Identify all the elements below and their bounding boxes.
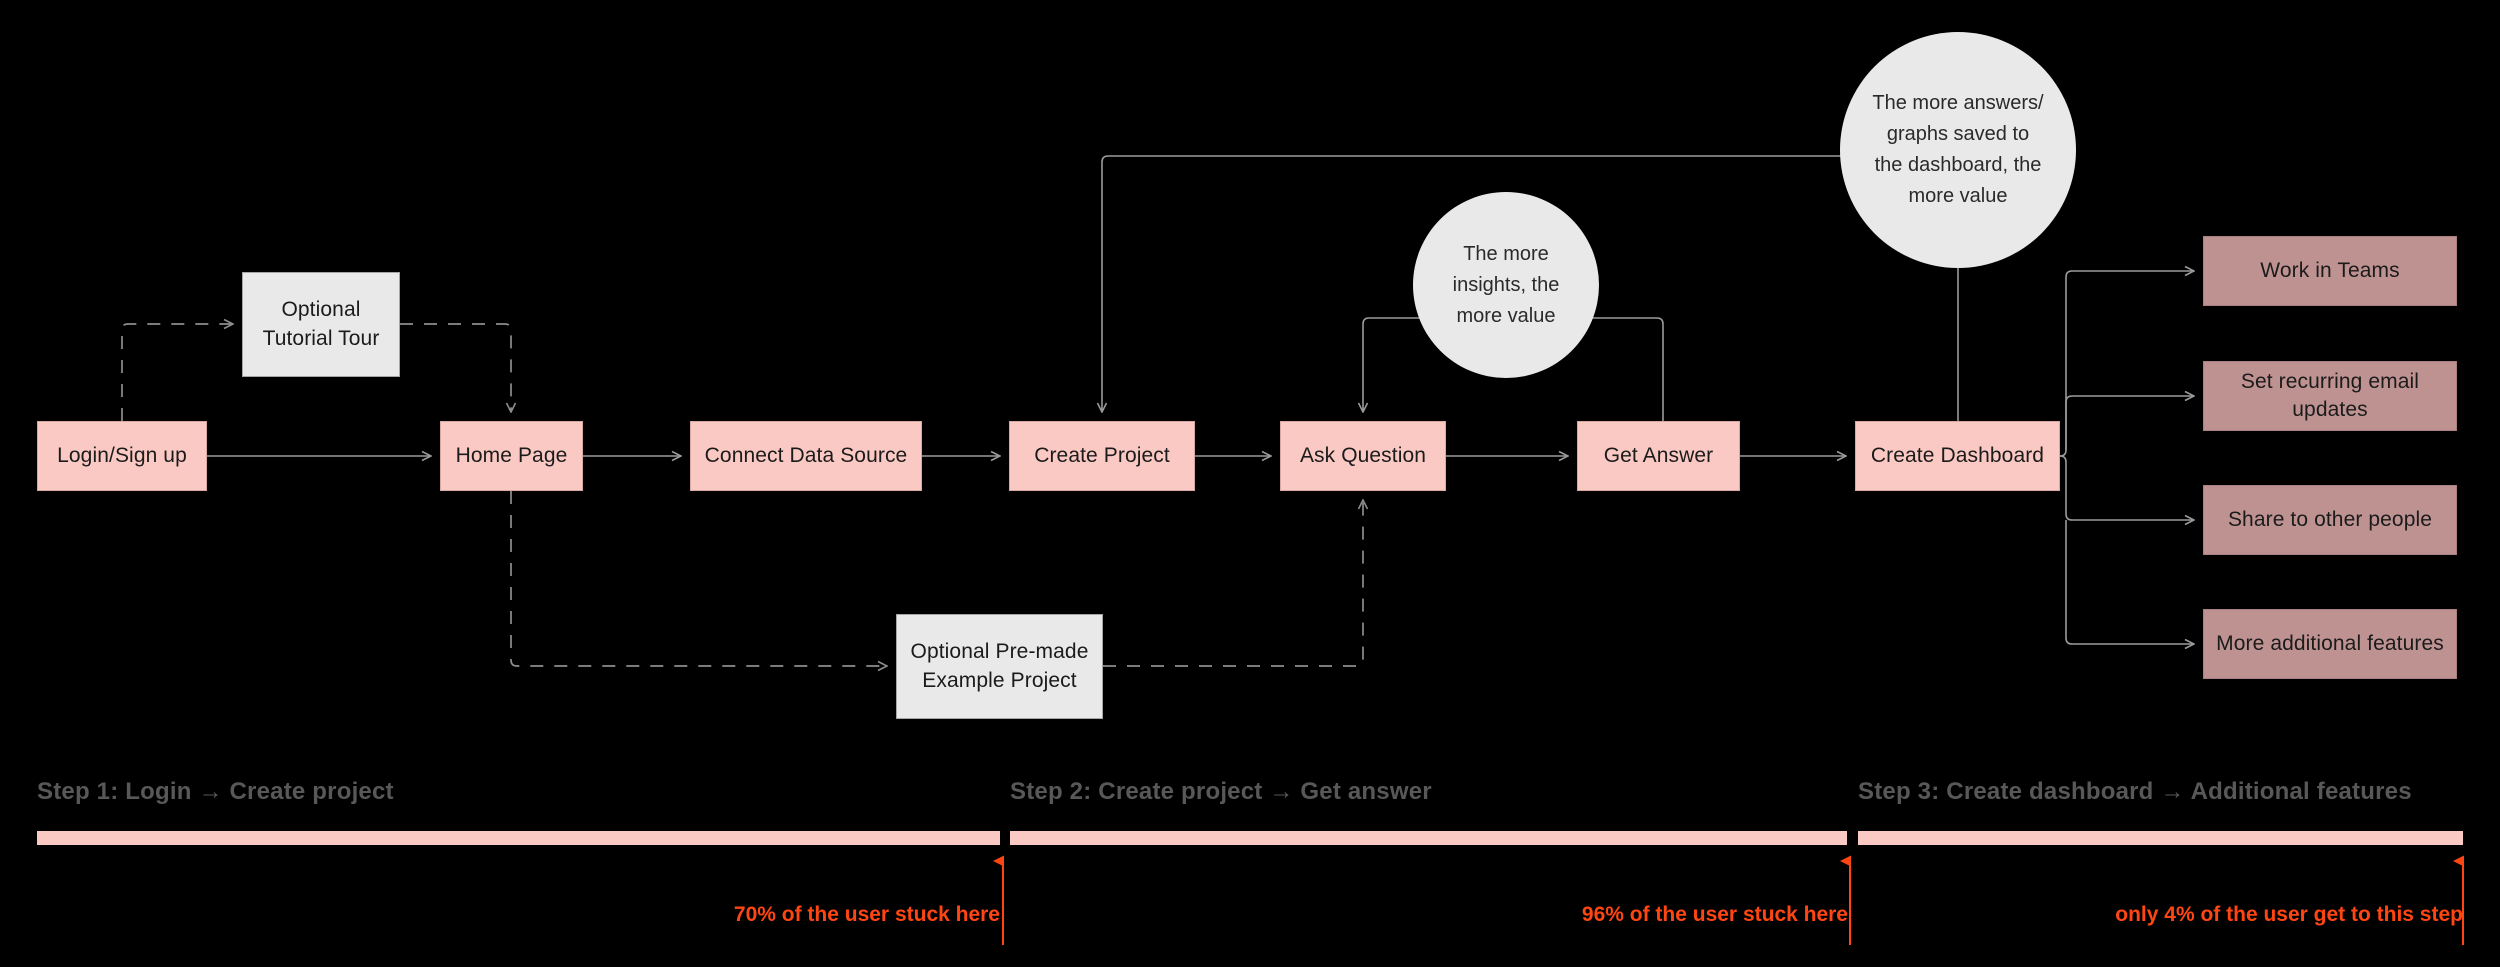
node-more-additional-features[interactable]: More additional features xyxy=(2203,609,2457,679)
wire-dashboard-to-sharepeople xyxy=(2059,455,2193,520)
node-connect-data-source[interactable]: Connect Data Source xyxy=(690,421,922,491)
node-create-project[interactable]: Create Project xyxy=(1009,421,1195,491)
callout-insights-value: The more insights, the more value xyxy=(1413,192,1599,378)
callout-dashboard-value: The more answers/ graphs saved to the da… xyxy=(1840,32,2076,268)
step-annotation-3: only 4% of the user get to this step xyxy=(2115,903,2463,926)
node-work-in-teams[interactable]: Work in Teams xyxy=(2203,236,2457,306)
node-login[interactable]: Login/Sign up xyxy=(37,421,207,491)
step-bar-3 xyxy=(1858,831,2463,845)
step-label-3: Step 3: Create dashboard → Additional fe… xyxy=(1858,778,2412,805)
step-label-2: Step 2: Create project → Get answer xyxy=(1010,778,1432,805)
step-annotation-1: 70% of the user stuck here xyxy=(733,903,1000,926)
wire-dashboard-to-recurringemail xyxy=(2065,396,2193,450)
wire-tutorialtour-to-home xyxy=(400,323,511,411)
node-share-to-other-people[interactable]: Share to other people xyxy=(2203,485,2457,555)
node-set-recurring-email-updates[interactable]: Set recurring email updates xyxy=(2203,361,2457,431)
wire-dashboard-to-workinteams xyxy=(2059,271,2193,457)
node-get-answer[interactable]: Get Answer xyxy=(1577,421,1740,491)
node-optional-example-project[interactable]: Optional Pre-made Example Project xyxy=(896,614,1103,719)
wire-dashboard-to-morefeatures xyxy=(2065,520,2193,644)
step-label-1: Step 1: Login → Create project xyxy=(37,778,394,805)
node-create-dashboard[interactable]: Create Dashboard xyxy=(1855,421,2060,491)
node-ask-question[interactable]: Ask Question xyxy=(1280,421,1446,491)
step-bar-1 xyxy=(37,831,1000,845)
step-bar-2 xyxy=(1010,831,1847,845)
wire-home-to-exampleproject xyxy=(510,491,886,666)
node-home-page[interactable]: Home Page xyxy=(440,421,583,491)
step-annotation-2: 96% of the user stuck here xyxy=(1581,903,1848,926)
node-optional-tutorial-tour[interactable]: Optional Tutorial Tour xyxy=(242,272,400,377)
wire-login-to-tutorialtour xyxy=(121,324,232,421)
wire-exampleproject-to-ask xyxy=(1103,501,1363,667)
